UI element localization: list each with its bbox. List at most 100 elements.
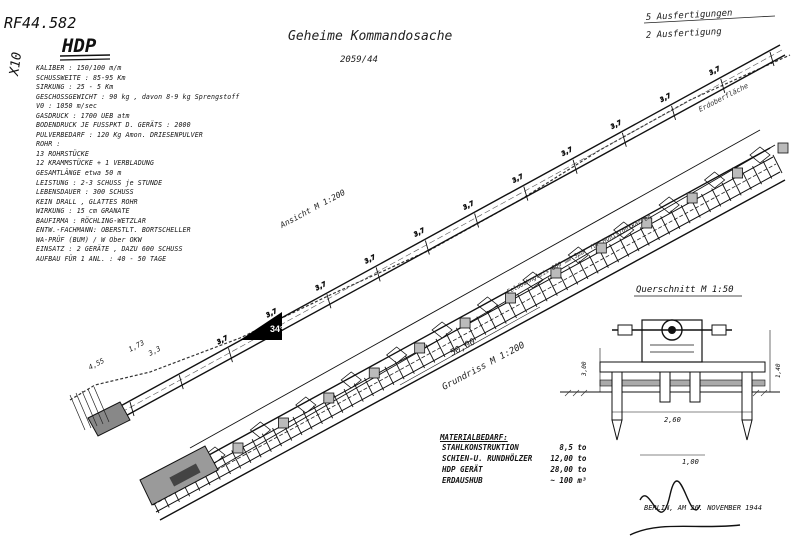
side-chamber: [386, 346, 408, 364]
sleeper: [527, 288, 538, 307]
segment-label: 3,7: [511, 173, 525, 185]
document-title: Geheime Kommandosache: [288, 29, 453, 44]
rail-clamp: [686, 192, 698, 204]
material-row: ERDAUSHUB ~ 100 m³: [440, 475, 588, 486]
section-height: 1,40: [775, 363, 782, 378]
sleeper: [496, 305, 507, 324]
side-chamber: [703, 171, 726, 189]
rail-clamp: [232, 442, 244, 454]
sleeper: [639, 227, 650, 246]
side-chamber: [249, 421, 272, 439]
sleeper: [272, 427, 282, 447]
side-chamber: [476, 296, 499, 314]
sleeper: [404, 355, 415, 374]
side-chamber: [749, 146, 771, 164]
segment-label: 3,7: [609, 119, 623, 131]
spec-line: EINSATZ : 2 GERÄTE , DAZU 600 SCHUSS: [36, 245, 183, 254]
sleeper: [231, 450, 242, 469]
sleeper: [435, 338, 446, 358]
spec-line: V0 : 1050 m/sec: [36, 102, 98, 111]
rail-note: Feldbahngleis 600 mm Spur für Munitionsk…: [506, 213, 653, 296]
segment-joint: [523, 186, 529, 201]
sleeper: [261, 433, 272, 452]
rail-clamp: [459, 317, 471, 329]
segment-label: 3,7: [363, 254, 377, 266]
chainage-2: 3,3: [146, 345, 162, 358]
material-value: 12,00 to: [550, 454, 587, 463]
segment-label: 3,7: [314, 281, 328, 293]
sleeper: [353, 383, 364, 402]
sleeper: [752, 165, 762, 185]
material-value: ~ 100 m³: [550, 476, 587, 485]
sleeper: [476, 316, 487, 335]
spec-line: SIRKUNG : 25 - 5 Km: [36, 83, 114, 92]
sleeper: [772, 154, 783, 174]
side-chamber: [431, 321, 453, 339]
title-number: 2059/44: [340, 55, 378, 65]
rail-clamp: [414, 342, 426, 354]
segment-label: 3,7: [412, 227, 426, 239]
sleeper: [711, 188, 722, 207]
sleeper: [333, 394, 344, 413]
sleeper: [445, 333, 456, 352]
sleeper: [313, 405, 323, 425]
material-item: ERDAUSHUB: [442, 476, 483, 485]
distribution-line-2: 2 Ausfertigung: [646, 27, 723, 41]
sleeper: [517, 294, 528, 313]
spec-line: ENTW.-FACHMANN: OBERSTLT. BORTSCHELLER: [36, 226, 191, 235]
spec-line: GESCHOSSGEWICHT : 90 kg , davon 8-9 kg S…: [36, 92, 240, 101]
spec-line: AUFBAU FÜR 1 ANL. : 40 - 50 TAGE: [36, 254, 167, 263]
sleeper: [343, 388, 354, 408]
sleeper: [609, 243, 619, 263]
sleeper: [670, 210, 681, 229]
spec-line: SCHUSSWEITE : 85-95 Km: [36, 73, 126, 82]
sleeper: [588, 255, 599, 274]
side-chamber: [613, 221, 635, 239]
material-item: STAHLKONSTRUKTION: [442, 443, 519, 452]
segment-joint: [228, 348, 233, 363]
spec-line: WIRKUNG : 15 cm GRANATE: [36, 207, 130, 216]
sleeper: [486, 310, 497, 330]
sleeper: [568, 266, 579, 285]
doc-number: RF44.582: [4, 14, 76, 32]
cross-section: Querschnitt M 1:50 2,6: [560, 285, 782, 466]
section-left-dim: 3,00: [581, 361, 588, 377]
rail-clamp: [732, 167, 743, 179]
side-number: X10: [7, 51, 25, 78]
side-chamber: [522, 271, 544, 289]
segment-label: 3,7: [461, 200, 475, 212]
spec-line: WA-PRÜF (BUM) / W Ober OKW: [36, 235, 142, 244]
segment-joint: [375, 267, 381, 282]
sleeper: [629, 232, 640, 252]
rail-clamp: [505, 292, 516, 304]
rail-clamp: [368, 367, 380, 379]
section-base: 1,00: [682, 458, 699, 466]
spec-line: GESAMTLÄNGE etwa 50 m: [36, 169, 122, 178]
chainage-1: 1,73: [127, 339, 146, 354]
spec-line: 13 ROHRSTÜCKE: [36, 149, 89, 158]
segment-joint: [474, 213, 480, 228]
spec-line: 12 KRAMMSTÜCKE + 1 VERBLADUNG: [36, 159, 155, 168]
spec-line: KALIBER : 150/100 m/m: [36, 64, 122, 72]
signature: [629, 480, 741, 536]
side-chamber: [567, 246, 589, 264]
rail-clamp: [550, 267, 562, 279]
segment-label: 3,7: [708, 65, 722, 77]
rail-clamp: [278, 417, 289, 429]
side-chamber: [340, 371, 362, 389]
sleeper: [425, 344, 436, 363]
segment-joint: [326, 294, 332, 309]
sleeper: [364, 377, 374, 397]
sleeper: [241, 444, 252, 464]
segment-joint: [769, 51, 775, 67]
spec-line: PULVERBEDARF : 120 Kg Amon. DRIESENPULVE…: [36, 130, 203, 139]
material-item: HDP GERÄT: [442, 465, 483, 474]
segment-joint: [424, 240, 430, 255]
first-segment-label: 4,55: [87, 357, 106, 372]
spec-line: KEIN DRALL , GLATTES ROHR: [36, 197, 138, 206]
